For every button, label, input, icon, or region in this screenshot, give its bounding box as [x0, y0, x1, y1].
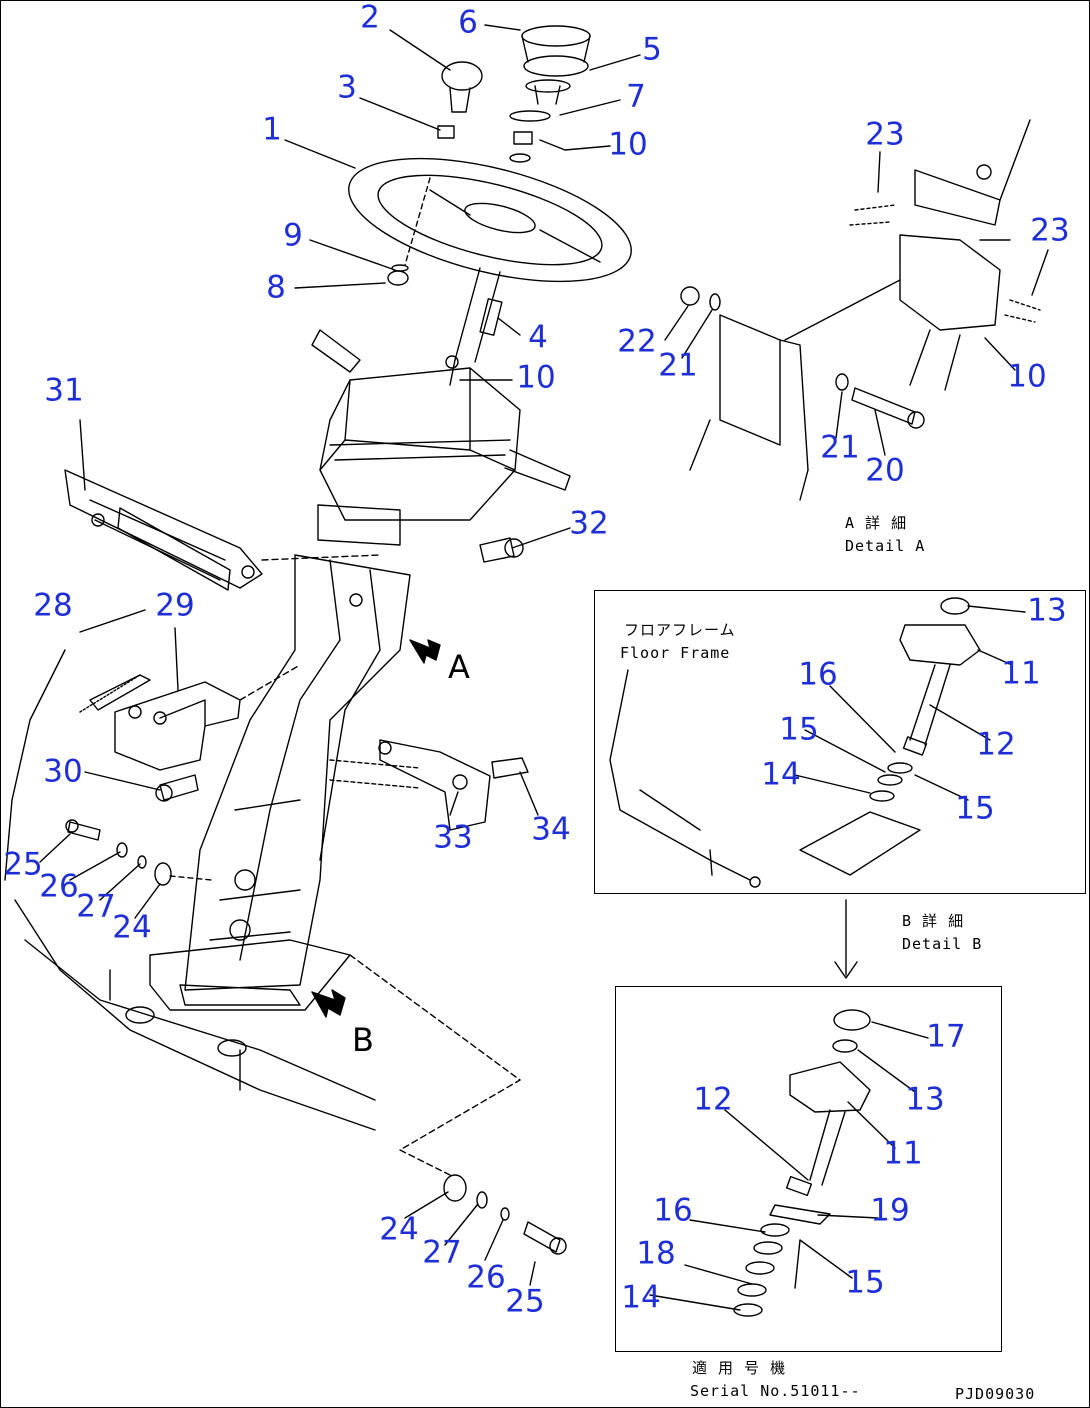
part-label-23-upper: 23 — [865, 116, 905, 153]
floor-frame-main — [4, 649, 521, 1176]
part-label-7: 7 — [626, 78, 646, 115]
part-label-12-variant: 12 — [693, 1081, 733, 1118]
steering-wheel — [348, 157, 632, 283]
part-label-13-variant: 13 — [905, 1081, 945, 1118]
part-label-16-detail-b: 16 — [798, 656, 838, 693]
steering-knob — [437, 61, 483, 139]
floor-frame-caption-jp: フロアフレーム — [624, 621, 736, 639]
part-label-8: 8 — [266, 269, 286, 306]
part-label-16-variant: 16 — [653, 1192, 693, 1229]
part-label-23-right: 23 — [1030, 212, 1070, 249]
part-label-5: 5 — [642, 31, 662, 68]
detail-a-drawing — [680, 119, 1041, 501]
part-label-25-left: 25 — [3, 846, 43, 883]
part-label-27-left: 27 — [76, 888, 116, 925]
detail-b-arrow — [834, 899, 858, 979]
part-label-15-variant: 15 — [845, 1264, 885, 1301]
part-label-11-detail-b: 11 — [1001, 655, 1041, 692]
serial-variant-inset-frame — [615, 986, 1002, 1352]
part-label-19: 19 — [870, 1192, 910, 1229]
detail-b-caption-jp: B 詳 細 — [902, 912, 965, 930]
detail-a-caption-jp: A 詳 細 — [845, 514, 908, 532]
part-label-2: 2 — [360, 0, 380, 36]
part-label-4: 4 — [528, 319, 548, 356]
steering-shaft — [387, 177, 503, 363]
detail-b-caption-en: Detail B — [902, 935, 983, 953]
serial-caption-jp: 適 用 号 機 — [692, 1359, 787, 1377]
serial-caption-en: Serial No.51011-- — [690, 1382, 861, 1400]
part-label-30: 30 — [43, 753, 83, 790]
drawing-code: PJD09030 — [955, 1385, 1036, 1403]
part-label-26-left: 26 — [39, 868, 79, 905]
part-label-14-detail-b: 14 — [761, 756, 801, 793]
fasteners-bottom — [443, 1174, 567, 1255]
view-letter-b: B — [352, 1021, 374, 1059]
bolt-32 — [479, 537, 524, 563]
part-label-29: 29 — [155, 587, 195, 624]
part-label-10-valve: 10 — [516, 359, 556, 396]
part-label-32: 32 — [569, 505, 609, 542]
part-label-26-bottom: 26 — [466, 1259, 506, 1296]
part-label-21-lower: 21 — [820, 429, 860, 466]
column-post — [149, 554, 421, 1011]
part-label-6: 6 — [458, 4, 478, 41]
part-label-25-bottom: 25 — [505, 1283, 545, 1320]
part-label-18: 18 — [636, 1235, 676, 1272]
part-label-15-detail-b-a: 15 — [779, 711, 819, 748]
part-label-15-detail-b-b: 15 — [955, 790, 995, 827]
view-arrow-b-icon — [311, 989, 346, 1018]
leader-lines — [39, 24, 1049, 1311]
view-letter-a: A — [448, 648, 470, 686]
steering-valve-block — [311, 329, 571, 546]
part-label-9: 9 — [283, 217, 303, 254]
part-label-20: 20 — [865, 452, 905, 489]
part-label-1: 1 — [262, 111, 282, 148]
fasteners-left — [65, 819, 213, 886]
part-label-12-detail-b: 12 — [976, 726, 1016, 763]
side-bracket-29 — [79, 664, 301, 802]
horn-cap-stack — [509, 25, 591, 163]
part-label-24-left: 24 — [112, 909, 152, 946]
part-label-13-detail-b: 13 — [1027, 592, 1067, 629]
part-label-3: 3 — [337, 69, 357, 106]
view-arrow-a-icon — [409, 639, 441, 664]
part-label-14-variant: 14 — [621, 1279, 661, 1316]
part-label-31: 31 — [44, 372, 84, 409]
detail-b-drawing — [609, 597, 981, 888]
part-label-11-variant: 11 — [883, 1135, 923, 1172]
serial-variant-drawing — [733, 1009, 871, 1317]
floor-frame-caption-en: Floor Frame — [620, 644, 731, 662]
lever-bracket — [64, 469, 381, 591]
part-label-28: 28 — [33, 587, 73, 624]
detail-b-inset-frame — [594, 590, 1086, 894]
part-label-21-upper: 21 — [658, 347, 698, 384]
detail-a-caption-en: Detail A — [845, 537, 926, 555]
mount-bracket-33 — [378, 739, 529, 831]
part-label-10-cap: 10 — [608, 126, 648, 163]
part-label-34: 34 — [531, 811, 571, 848]
part-label-22: 22 — [617, 323, 657, 360]
part-label-24-bottom: 24 — [379, 1211, 419, 1248]
part-label-33: 33 — [433, 819, 473, 856]
part-label-17: 17 — [926, 1018, 966, 1055]
part-label-27-bottom: 27 — [422, 1234, 462, 1271]
part-label-10-detail-a: 10 — [1007, 358, 1047, 395]
